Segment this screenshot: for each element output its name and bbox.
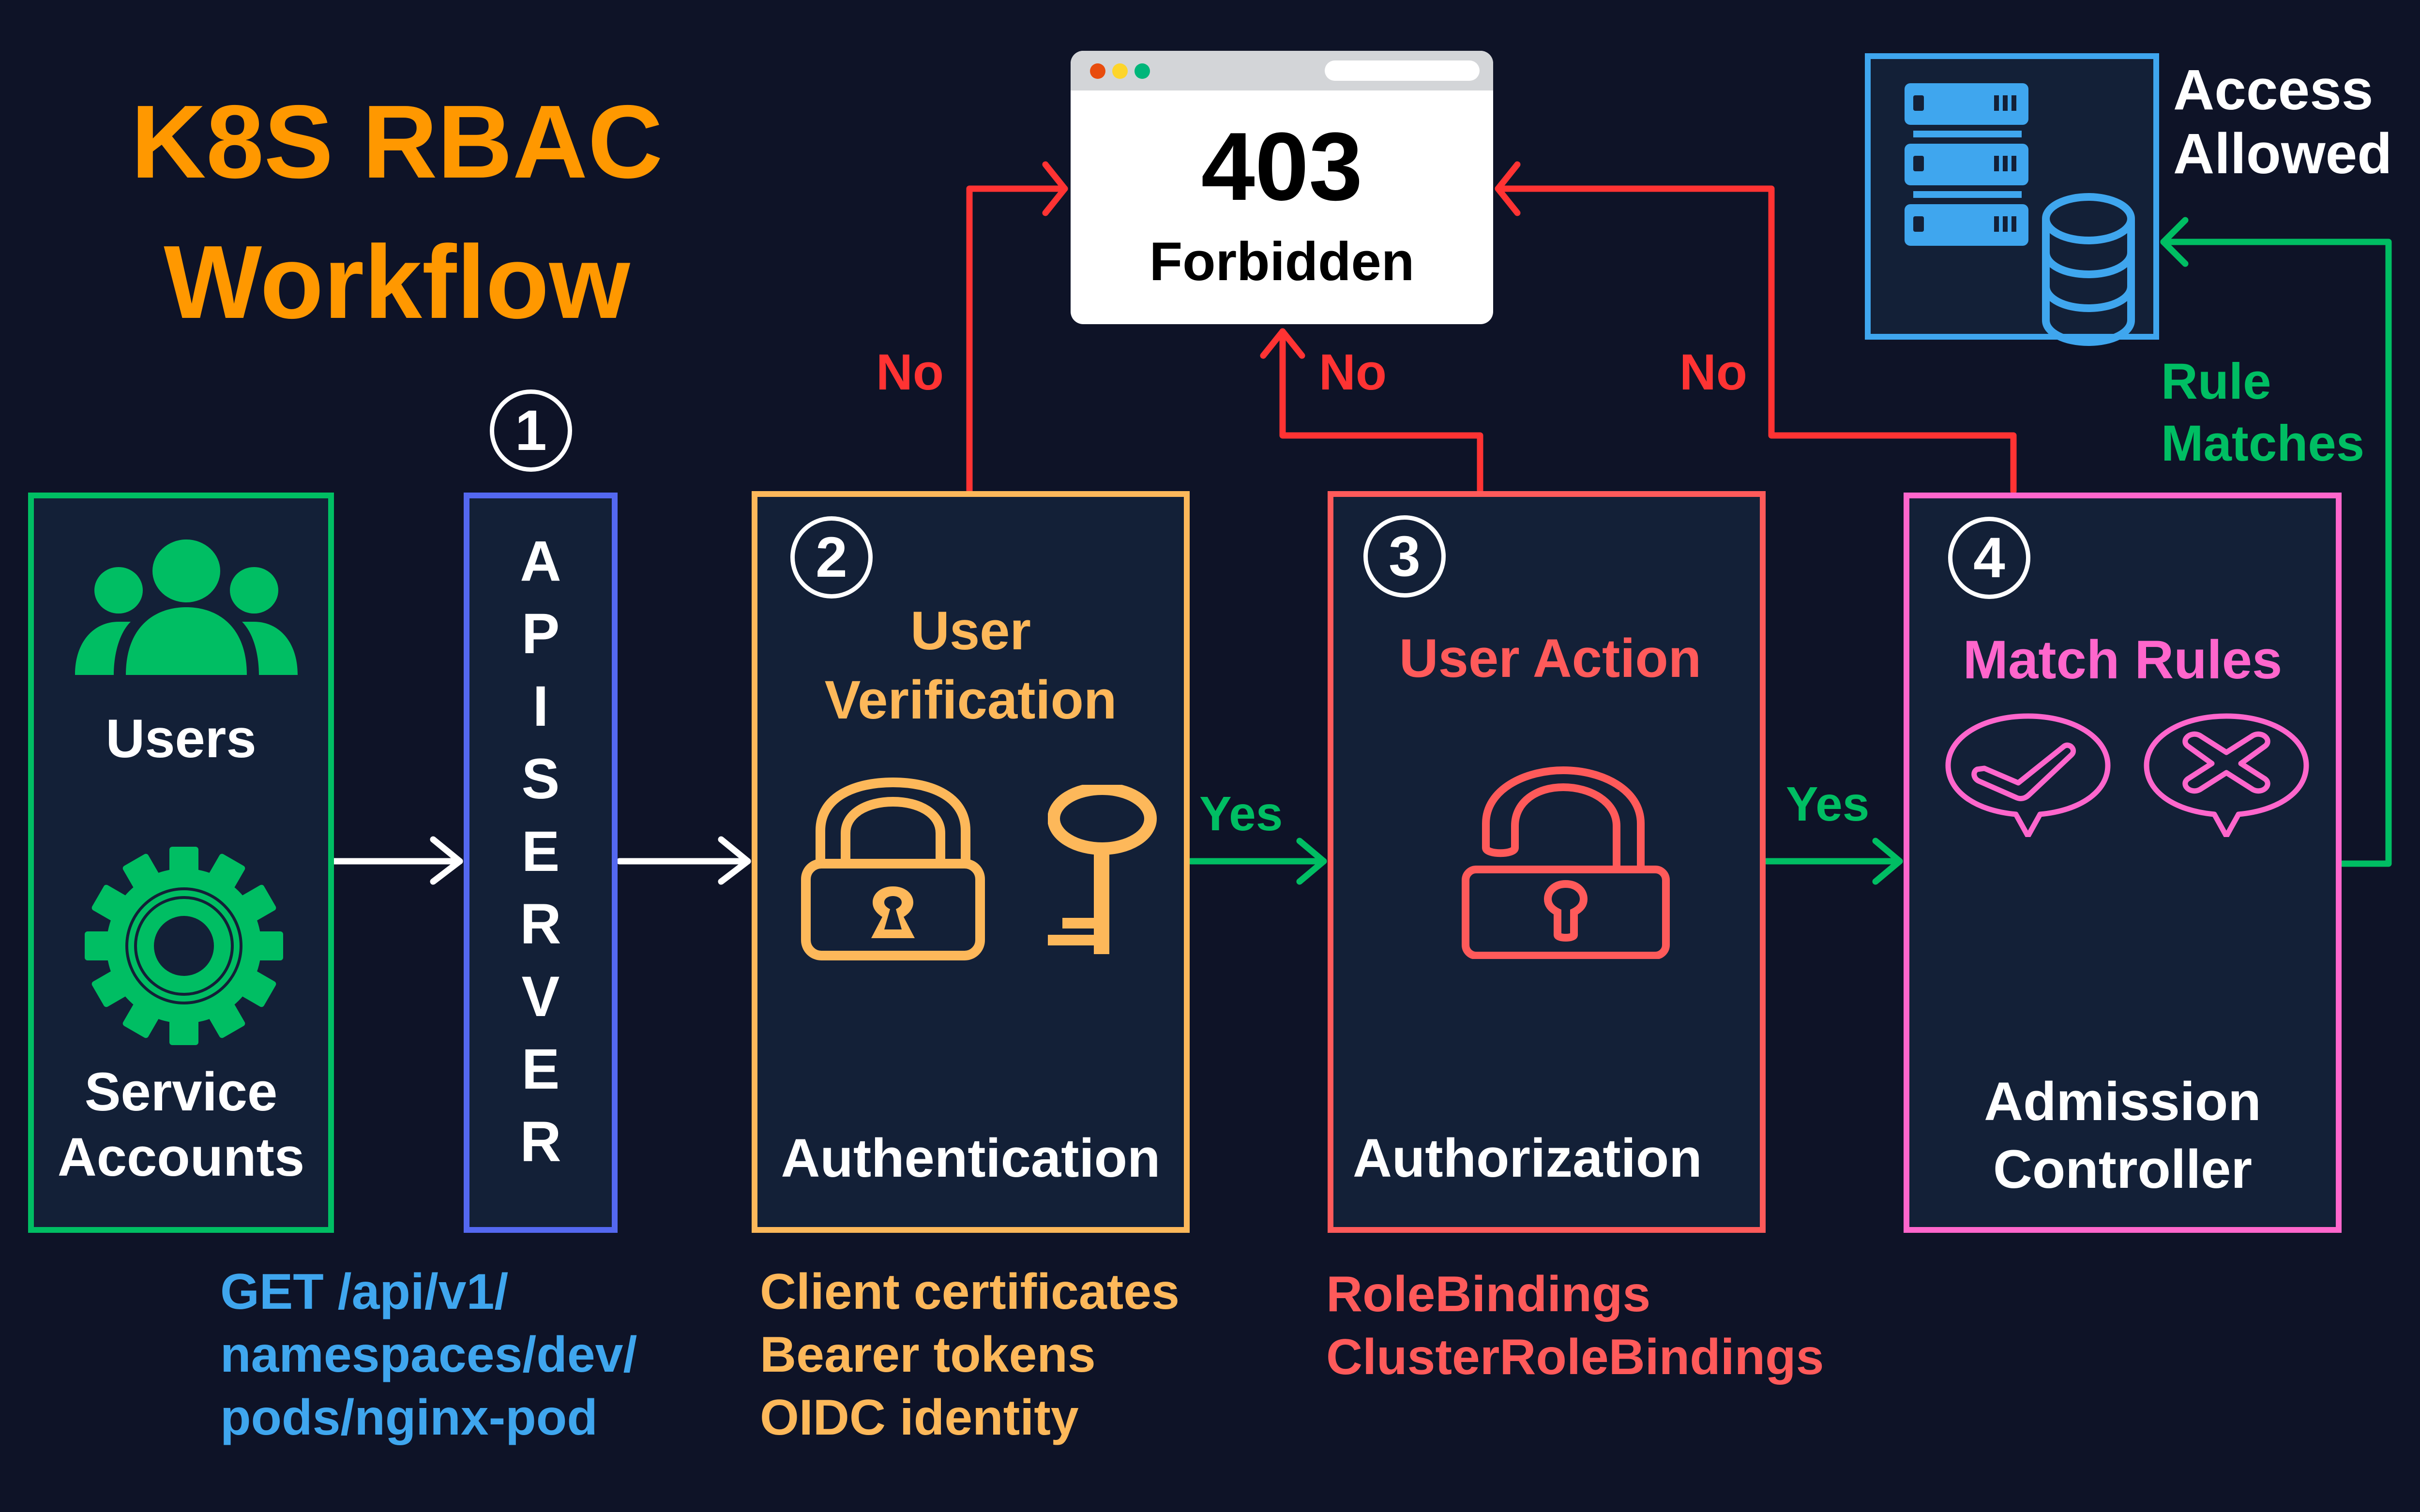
authentication-method: Bearer tokens: [760, 1327, 1096, 1383]
request-line: pods/nginx-pod: [220, 1390, 598, 1446]
api-letter: E: [521, 820, 560, 883]
users-group-icon: [75, 539, 298, 675]
api-letter: R: [520, 892, 561, 956]
step-badge-2: 2: [790, 516, 873, 599]
authentication-box: 2 User Verification Authentication: [752, 491, 1190, 1233]
database-icon: [2042, 193, 2135, 346]
step-badge-4: 4: [1948, 517, 2030, 599]
window-dot-green: [1134, 63, 1150, 79]
rule-matches-label: Rule Matches: [2161, 351, 2364, 475]
access-allowed-line-1: Access: [2173, 58, 2374, 122]
server-rack-icon: [1905, 83, 2028, 246]
service-accounts-label-2: Accounts: [57, 1127, 305, 1187]
padlock-closed-icon: [801, 778, 985, 960]
window-dot-yellow: [1112, 63, 1128, 79]
title-line-2: Workflow: [164, 224, 630, 340]
authorization-label: Authorization: [1353, 1128, 1702, 1188]
admission-label-2: Controller: [1993, 1139, 2253, 1199]
authorization-binding: RoleBindings: [1326, 1266, 1651, 1322]
authentication-label: Authentication: [781, 1128, 1161, 1188]
check-bubble-icon: [1945, 713, 2111, 837]
request-example: GET /api/v1/ namespaces/dev/ pods/nginx-…: [220, 1260, 637, 1449]
authentication-method: OIDC identity: [760, 1390, 1079, 1446]
authentication-title-2: Verification: [824, 670, 1117, 730]
api-letter: E: [521, 1037, 560, 1101]
admission-title: Match Rules: [1963, 629, 2283, 690]
arrow-admission-no-to-403: [1495, 161, 2017, 494]
no-label-authorization: No: [1319, 344, 1387, 401]
arrow-admission-to-access: [2160, 217, 2392, 867]
window-dot-red: [1090, 63, 1105, 79]
authorization-bindings: RoleBindings ClusterRoleBindings: [1326, 1263, 1824, 1389]
arrow-api-to-auth: [616, 836, 751, 885]
arrow-authz-to-admission-yes: [1763, 838, 1903, 885]
api-letter: R: [520, 1110, 561, 1174]
api-server-box: A P I S E R V E R: [464, 493, 618, 1233]
admission-controller-box: 4 Match Rules Admission Controller: [1904, 493, 2342, 1233]
window-title-bar: [1071, 51, 1493, 90]
title-line-1: K8S RBAC: [131, 83, 663, 200]
forbidden-window: 403 Forbidden: [1071, 51, 1493, 324]
request-line: namespaces/dev/: [220, 1327, 637, 1383]
api-letter: I: [532, 674, 549, 738]
access-allowed-label: Access Allowed: [2173, 58, 2392, 186]
no-label-authentication: No: [876, 344, 944, 401]
yes-label-authorization: Yes: [1786, 777, 1870, 831]
step-badge-3: 3: [1363, 515, 1446, 598]
gear-icon: [85, 847, 283, 1045]
yes-label-authentication: Yes: [1199, 787, 1283, 841]
x-bubble-icon: [2144, 713, 2309, 837]
authorization-title: User Action: [1399, 628, 1702, 689]
api-letter: V: [521, 965, 560, 1029]
step-badge-1: 1: [490, 389, 572, 472]
authentication-method: Client certificates: [760, 1264, 1180, 1320]
users-label: Users: [106, 708, 257, 769]
api-letter: A: [520, 529, 561, 593]
request-line: GET /api/v1/: [220, 1264, 509, 1320]
access-resource-box: [1865, 53, 2159, 346]
service-accounts-label-1: Service: [84, 1062, 278, 1122]
arrow-auth-to-authz-yes: [1187, 838, 1327, 885]
authorization-box: 3 User Action Authorization: [1328, 491, 1766, 1233]
access-allowed-line-2: Allowed: [2173, 122, 2392, 186]
api-letter: S: [521, 747, 560, 811]
forbidden-message: Forbidden: [1149, 231, 1415, 292]
arrow-users-to-api: [331, 836, 463, 885]
padlock-open-icon: [1462, 766, 1670, 959]
authorization-binding: ClusterRoleBindings: [1326, 1329, 1824, 1385]
api-server-label: A P I S E R V E R: [469, 525, 612, 1178]
key-icon: [1048, 785, 1157, 954]
forbidden-code: 403: [1201, 113, 1363, 221]
arrow-auth-no-to-403: [966, 161, 1068, 494]
rule-matches-line-1: Rule: [2161, 353, 2271, 410]
window-address-bar: [1325, 60, 1480, 81]
arrow-authz-no-to-403: [1260, 328, 1483, 494]
api-letter: P: [521, 602, 560, 666]
authentication-title-1: User: [910, 600, 1031, 661]
authentication-methods: Client certificates Bearer tokens OIDC i…: [760, 1260, 1180, 1449]
no-label-admission: No: [1679, 344, 1747, 401]
rule-matches-line-2: Matches: [2161, 415, 2365, 472]
admission-label-1: Admission: [1984, 1071, 2261, 1132]
identity-sources-box: Users Service Accounts: [28, 493, 334, 1233]
